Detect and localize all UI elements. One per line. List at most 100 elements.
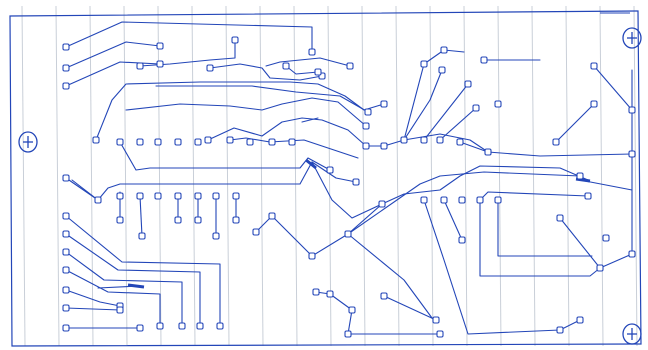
pad <box>62 248 70 256</box>
pad <box>552 138 560 146</box>
pad <box>308 252 316 260</box>
pad <box>194 192 202 200</box>
trace <box>555 103 595 143</box>
trace <box>315 291 353 311</box>
trace <box>65 215 221 327</box>
pad <box>378 200 386 208</box>
pad <box>352 178 360 186</box>
trace <box>65 251 183 327</box>
pad <box>364 108 372 116</box>
pad <box>584 192 592 200</box>
pad <box>136 138 144 146</box>
pad <box>154 138 162 146</box>
pad <box>116 138 124 146</box>
rule-line <box>463 5 468 347</box>
pad <box>314 68 322 76</box>
pad <box>212 192 220 200</box>
trace <box>265 57 351 67</box>
pad <box>556 326 564 334</box>
pad <box>344 330 352 338</box>
pad <box>156 60 164 68</box>
pad <box>174 216 182 224</box>
pad <box>576 172 584 180</box>
copper-traces <box>65 21 633 335</box>
trace <box>139 195 143 237</box>
pad <box>116 192 124 200</box>
board-outline <box>9 10 642 347</box>
pad <box>400 136 408 144</box>
outline <box>9 10 642 347</box>
trace <box>119 141 331 171</box>
pad <box>484 148 492 156</box>
pad <box>62 324 70 332</box>
trace <box>65 289 121 307</box>
trace <box>423 199 581 335</box>
pad <box>154 192 162 200</box>
pad <box>136 62 144 70</box>
trace <box>125 97 367 127</box>
pad <box>494 196 502 204</box>
rule-line <box>429 5 434 347</box>
pad <box>380 142 388 150</box>
trace <box>271 165 589 257</box>
trace <box>479 199 601 277</box>
trace <box>209 63 323 81</box>
trace <box>347 233 433 319</box>
pad <box>472 104 480 112</box>
pad <box>326 290 334 298</box>
pad <box>590 100 598 108</box>
trace <box>285 65 319 75</box>
pad <box>436 330 444 338</box>
pad <box>362 142 370 150</box>
rule-line <box>21 5 26 347</box>
rule-line <box>293 5 298 347</box>
pad <box>440 46 448 54</box>
trace-thick <box>305 158 317 170</box>
rule-line <box>55 5 60 347</box>
rule-line <box>633 5 638 347</box>
rule-line <box>225 5 230 347</box>
pad <box>156 42 164 50</box>
rule-line <box>89 5 94 347</box>
trace <box>65 21 313 53</box>
pad <box>174 138 182 146</box>
pad <box>226 136 234 144</box>
trace <box>207 117 367 147</box>
pad <box>62 286 70 294</box>
mounting-holes <box>18 27 642 345</box>
pad <box>138 232 146 240</box>
pad <box>420 196 428 204</box>
pad <box>420 136 428 144</box>
mounting-hole-icon <box>622 323 642 345</box>
rule-line <box>531 5 536 347</box>
pad <box>268 138 276 146</box>
pad <box>576 316 584 324</box>
pad <box>206 64 214 72</box>
pad <box>92 136 100 144</box>
pad <box>432 316 440 324</box>
pad <box>458 236 466 244</box>
pad <box>380 100 388 108</box>
solder-pads <box>62 36 636 338</box>
trace <box>155 85 369 113</box>
rule-line <box>497 5 502 347</box>
trace <box>347 309 441 335</box>
pad <box>116 306 124 314</box>
pad <box>494 100 502 108</box>
hole-ring <box>18 131 38 153</box>
rule-line <box>395 5 400 347</box>
pad <box>438 66 446 74</box>
pad <box>602 234 610 242</box>
pad <box>268 212 276 220</box>
pad <box>380 292 388 300</box>
trace <box>71 179 99 201</box>
trace <box>403 69 443 141</box>
pad <box>62 266 70 274</box>
trace <box>65 269 161 327</box>
trace <box>139 39 236 67</box>
pad <box>216 322 224 330</box>
rule-line <box>599 5 604 347</box>
trace <box>95 81 385 141</box>
